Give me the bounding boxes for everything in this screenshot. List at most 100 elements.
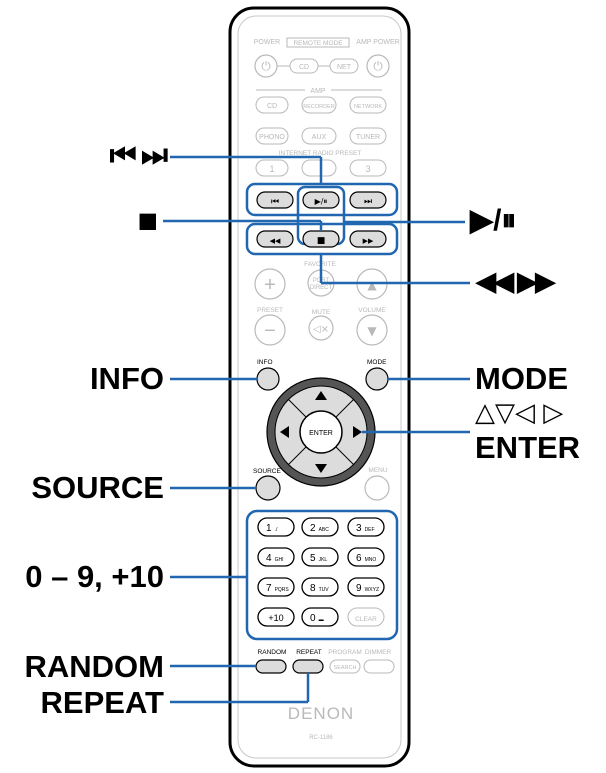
cd-label: CD bbox=[267, 103, 277, 110]
callout-arrows: △▽◁ ▷ bbox=[475, 398, 564, 428]
callout-play-pause: ▶/⏸ bbox=[470, 204, 517, 237]
preset-2-button[interactable] bbox=[301, 159, 337, 177]
numpad-key-7[interactable] bbox=[301, 577, 339, 597]
cd-mode-label: CD bbox=[299, 64, 309, 71]
leader-lines bbox=[163, 155, 470, 704]
minus-icon: − bbox=[264, 320, 276, 342]
volume-down-button[interactable] bbox=[356, 314, 388, 346]
skip-fwd-button[interactable] bbox=[349, 191, 387, 209]
amp-power-button[interactable] bbox=[366, 54, 390, 78]
numpad-key-8[interactable] bbox=[347, 577, 385, 597]
enter-label: ENTER bbox=[309, 430, 333, 437]
recorder-label: RECORDER bbox=[303, 104, 335, 110]
aux-button[interactable] bbox=[301, 127, 337, 145]
fast-forward-button[interactable] bbox=[349, 230, 387, 248]
preset-label: PRESET bbox=[257, 307, 283, 314]
mute-label: MUTE bbox=[312, 309, 331, 316]
plus-icon: + bbox=[264, 274, 276, 296]
numpad-key-11[interactable] bbox=[347, 607, 385, 627]
nav-right-arrow[interactable] bbox=[353, 426, 362, 438]
phono-label: PHONO bbox=[259, 134, 285, 141]
numpad-key-9[interactable] bbox=[257, 607, 295, 627]
info-button[interactable] bbox=[256, 367, 280, 391]
play-pause-icon: ▶/⏸ bbox=[315, 197, 328, 206]
power-label: POWER bbox=[254, 39, 280, 46]
source-button[interactable] bbox=[255, 475, 281, 501]
mute-icon: ◁× bbox=[313, 324, 329, 335]
recorder-button[interactable] bbox=[301, 96, 337, 114]
random-button[interactable] bbox=[255, 659, 287, 674]
volume-label: VOLUME bbox=[358, 307, 386, 314]
model-label: RC-1186 bbox=[309, 735, 333, 741]
tuner-button[interactable] bbox=[349, 127, 387, 145]
play-pause-button[interactable] bbox=[302, 191, 340, 209]
network-label: NETWORK bbox=[354, 104, 382, 110]
tuner-label: TUNER bbox=[356, 134, 380, 141]
numpad-key-5[interactable] bbox=[347, 547, 385, 567]
cd-button[interactable] bbox=[255, 96, 289, 114]
mute-button[interactable] bbox=[308, 315, 334, 341]
remote-mode-box bbox=[286, 37, 350, 48]
rewind-button[interactable] bbox=[256, 230, 294, 248]
callout-skip: ⏮ ⏭ bbox=[109, 139, 168, 172]
phono-button[interactable] bbox=[255, 127, 289, 145]
search-button[interactable] bbox=[329, 659, 361, 674]
callout-rew-ff: ◀◀ ▶▶ bbox=[476, 266, 555, 296]
nav-up-arrow[interactable] bbox=[315, 391, 327, 400]
numpad-key-label-11: CLEAR bbox=[355, 616, 377, 623]
enter-button[interactable] bbox=[299, 410, 343, 454]
callout-source: SOURCE bbox=[31, 470, 164, 505]
menu-label: MENU bbox=[368, 467, 387, 474]
remote-inner-outline bbox=[237, 15, 402, 759]
preset-3-label: 3 bbox=[365, 164, 370, 174]
dimmer-button[interactable] bbox=[363, 659, 395, 674]
repeat-label: REPEAT bbox=[296, 649, 322, 656]
numpad-key-4[interactable] bbox=[301, 547, 339, 567]
numpad-key-6[interactable] bbox=[257, 577, 295, 597]
stop-icon: ■ bbox=[317, 236, 326, 246]
numpad-key-1[interactable] bbox=[301, 517, 339, 537]
amp-label: AMP bbox=[310, 88, 326, 95]
mode-button[interactable] bbox=[365, 367, 389, 391]
preset-3-button[interactable] bbox=[349, 159, 387, 177]
skip-back-button[interactable] bbox=[256, 191, 294, 209]
preset-1-label: 1 bbox=[269, 164, 274, 174]
numpad-key-0[interactable] bbox=[257, 517, 295, 537]
numpad-key-10[interactable] bbox=[301, 607, 339, 627]
callout-stop: ■ bbox=[137, 202, 158, 240]
preset-1-button[interactable] bbox=[255, 159, 289, 177]
repeat-button[interactable] bbox=[292, 659, 324, 674]
search-label: SEARCH bbox=[334, 665, 357, 671]
network-button[interactable] bbox=[349, 96, 387, 114]
nav-down-arrow[interactable] bbox=[315, 464, 327, 473]
brand-logo: DENON bbox=[288, 704, 354, 723]
random-label: RANDOM bbox=[258, 649, 287, 656]
power-icon: ⏻ bbox=[261, 59, 271, 73]
amp-power-label: AMP POWER bbox=[356, 39, 399, 46]
numpad-key-2[interactable] bbox=[347, 517, 385, 537]
numpad-key-3[interactable] bbox=[257, 547, 295, 567]
rewind-icon: ◀◀ bbox=[270, 237, 281, 245]
numpad-highlight-box bbox=[245, 509, 399, 641]
amp-power-icon: ⏻ bbox=[373, 59, 383, 73]
preset-minus-button[interactable] bbox=[254, 314, 286, 346]
source-label: SOURCE bbox=[253, 468, 281, 475]
program-label: PROGRAM bbox=[328, 649, 362, 656]
numpad-key-label-0: 1./ bbox=[266, 523, 278, 534]
nav-left-arrow[interactable] bbox=[280, 426, 289, 438]
net-mode-button[interactable] bbox=[329, 58, 359, 74]
preset-plus-button[interactable] bbox=[254, 268, 286, 300]
menu-button[interactable] bbox=[364, 475, 390, 501]
info-label: INFO bbox=[257, 359, 273, 366]
callout-random: RANDOM bbox=[24, 649, 165, 684]
net-mode-label: NET bbox=[337, 64, 352, 71]
numpad-key-label-10: 0▬ bbox=[310, 613, 324, 624]
